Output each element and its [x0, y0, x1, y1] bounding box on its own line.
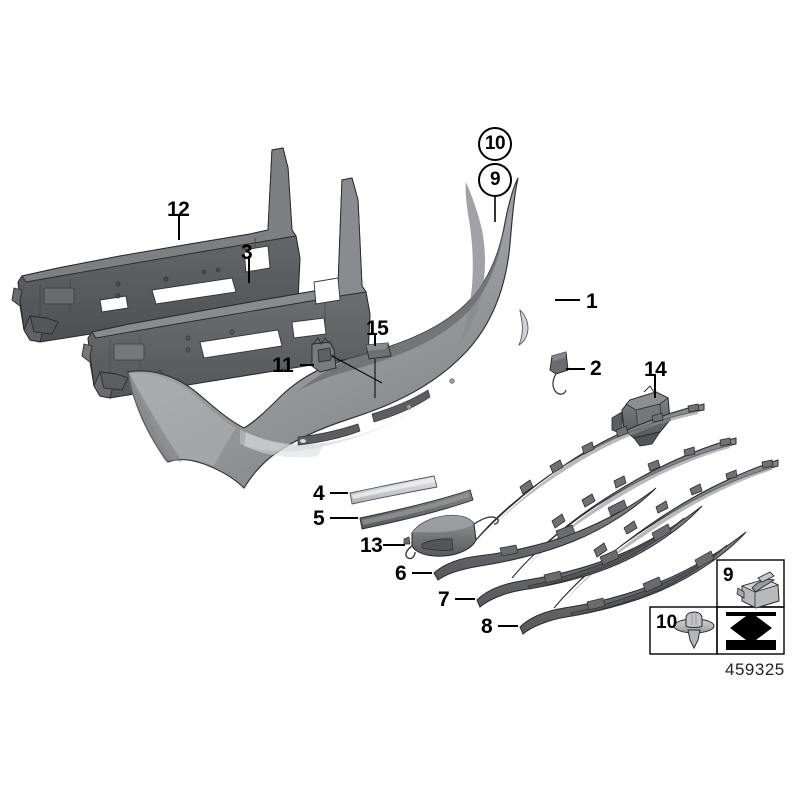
trim-strip-long-top	[475, 403, 705, 541]
callout-15[interactable]: 15	[366, 317, 389, 340]
callout-14[interactable]: 14	[644, 358, 667, 381]
leader-11-to-cover	[331, 355, 383, 384]
part-4-trim-strip-short-light	[349, 475, 438, 505]
callout-6[interactable]: 6	[395, 562, 407, 585]
circled-callout-10[interactable]: 10	[478, 127, 512, 161]
callout-5[interactable]: 5	[313, 507, 325, 530]
callout-3[interactable]: 3	[241, 241, 253, 264]
part-15-cover-cap	[365, 342, 392, 360]
diagram-part-number: 459325	[725, 660, 785, 679]
callout-8[interactable]: 8	[481, 615, 493, 638]
callout-2[interactable]: 2	[590, 357, 602, 380]
part-6-trim-end-piece-upper	[433, 487, 657, 581]
legend-grid	[649, 559, 785, 655]
callout-7[interactable]: 7	[438, 588, 450, 611]
part-2-bracket-clip	[549, 351, 569, 395]
legend-label-9: 9	[723, 565, 734, 586]
callout-1[interactable]: 1	[586, 290, 598, 313]
callout-4[interactable]: 4	[313, 482, 325, 505]
part-3-impact-beam-lower	[81, 177, 371, 399]
legend-icon-arrow-symbol	[726, 612, 776, 650]
part-12-impact-beam-upper	[11, 147, 301, 343]
part-1-rear-bumper-cover	[127, 177, 529, 489]
legend-label-10: 10	[656, 612, 678, 633]
part-8-trim-end-piece-lower	[519, 531, 747, 635]
callout-13[interactable]: 13	[360, 534, 383, 557]
part-13-exhaust-tailpipe-trim	[403, 514, 499, 560]
circled-callout-9[interactable]: 9	[478, 163, 512, 197]
part-5-trim-strip-short-dark	[359, 489, 474, 530]
trim-strip-long-bottom	[553, 459, 779, 609]
part-7-trim-end-piece-middle	[476, 505, 703, 608]
trim-strip-long-middle	[511, 437, 737, 579]
legend-cell-arrow-symbol-icon	[716, 606, 785, 655]
legend-icon-push-rivet	[673, 611, 715, 650]
legend-icon-spring-clip	[736, 571, 780, 609]
callout-11[interactable]: 11	[272, 354, 294, 377]
callout-12[interactable]: 12	[167, 198, 190, 221]
part-14-deflector-guide-block	[611, 385, 671, 447]
